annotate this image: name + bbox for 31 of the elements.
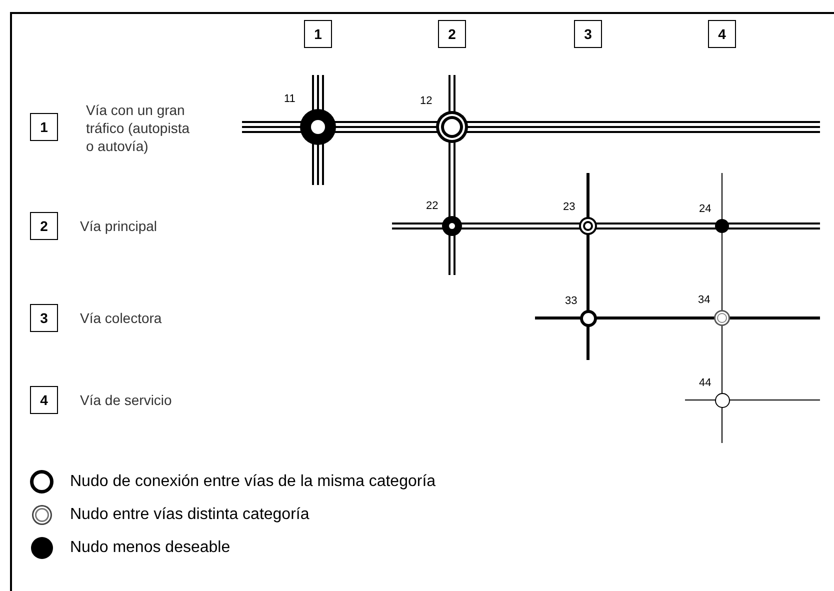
junction-number: 22 xyxy=(426,200,438,212)
road-type-label: Vía principal xyxy=(80,217,158,235)
junction-circle xyxy=(714,392,730,408)
junction-number: 33 xyxy=(565,295,578,307)
junction-circle xyxy=(442,216,462,236)
row-number: 2 xyxy=(30,212,58,240)
row-number: 1 xyxy=(30,113,58,141)
row-number: 3 xyxy=(30,304,58,332)
road-type-label: Vía con un gran tráfico (autopista o autovía) xyxy=(86,101,190,155)
column-number: 3 xyxy=(574,20,602,48)
junction-circle xyxy=(300,109,336,145)
junction-number: 34 xyxy=(698,294,710,306)
junction-number: 11 xyxy=(284,93,296,105)
legend-text: Nudo menos deseable xyxy=(70,539,230,557)
road-type-label: Vía colectora xyxy=(80,309,163,327)
legend-text: Nudo entre vías distinta categoría xyxy=(70,506,310,524)
column-number: 1 xyxy=(304,20,332,48)
column-number: 2 xyxy=(438,20,466,48)
junction-number: 44 xyxy=(699,377,712,389)
junction-circle xyxy=(715,219,729,233)
column-number: 4 xyxy=(708,20,736,48)
row-number: 4 xyxy=(30,386,58,414)
junction-number: 23 xyxy=(563,201,576,213)
junction-circle xyxy=(580,310,596,326)
junction-number: 24 xyxy=(699,203,712,215)
road-type-label: Vía de servicio xyxy=(80,391,173,409)
junction-circle xyxy=(714,310,730,326)
junction-circle xyxy=(579,217,597,235)
legend-text: Nudo de conexión entre vías de la misma categoría xyxy=(70,473,436,491)
junction-circle xyxy=(436,111,468,143)
junction-number: 12 xyxy=(420,95,432,107)
